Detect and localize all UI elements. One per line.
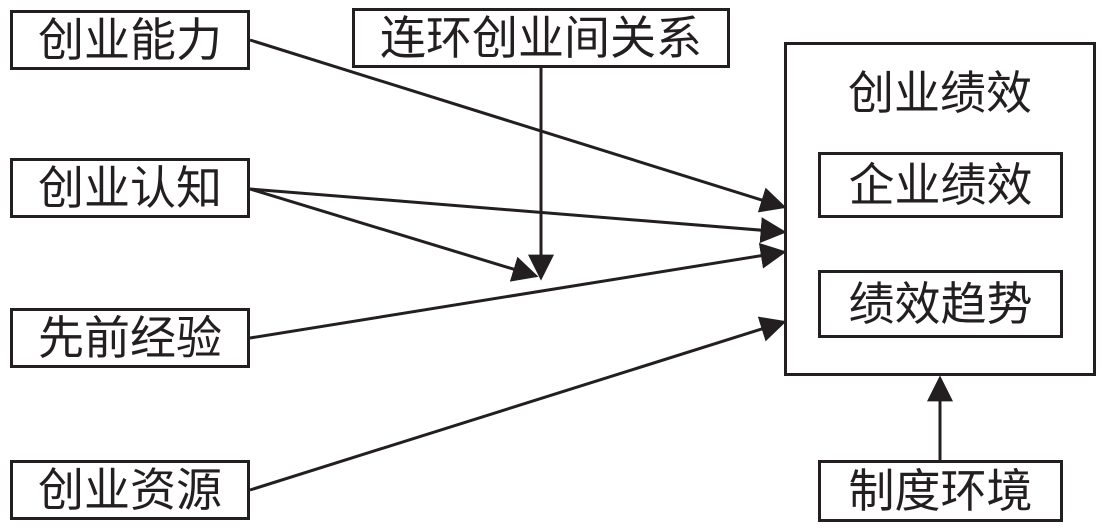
arrow-cognition-to-performance — [249, 187, 787, 244]
node-entrepreneurial-ability: 创业能力 — [10, 10, 250, 70]
arrow-cognition-to-moderation — [249, 187, 539, 282]
node-firm-performance: 企业绩效 — [818, 152, 1063, 218]
node-institutional-environment: 制度环境 — [818, 460, 1063, 522]
node-prior-experience: 先前经验 — [10, 308, 250, 368]
entrepreneurial-performance-container — [784, 42, 1096, 376]
node-entrepreneurial-resources: 创业资源 — [10, 460, 250, 520]
entrepreneurial-performance-title: 创业绩效 — [848, 66, 1032, 120]
node-serial-entrepreneurship-relationship: 连环创业间关系 — [352, 8, 730, 68]
arrow-experience-to-performance — [249, 242, 787, 340]
node-performance-trend: 绩效趋势 — [818, 270, 1063, 338]
node-entrepreneurial-cognition: 创业认知 — [10, 158, 250, 218]
arrow-resources-to-performance — [249, 316, 787, 492]
arrow-ability-to-performance — [249, 38, 787, 213]
